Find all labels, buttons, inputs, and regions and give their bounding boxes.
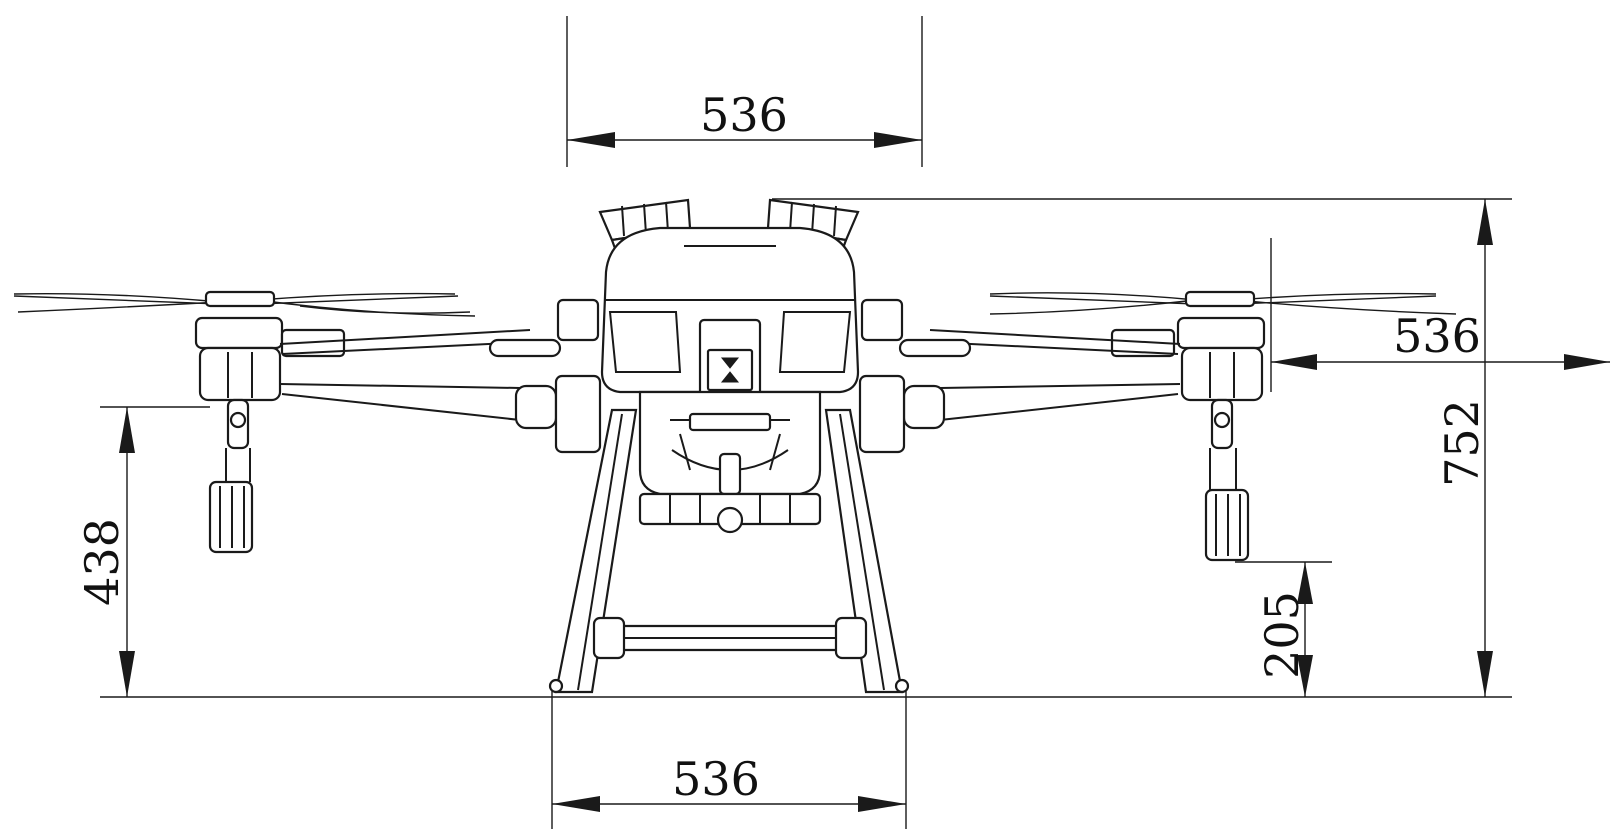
dimension-top-width: 536 (700, 88, 788, 142)
dimension-arm-height: 438 (75, 518, 129, 606)
landing-gear (548, 408, 910, 694)
dimension-nozzle-clearance: 205 (1255, 591, 1309, 679)
dimension-overall-height: 752 (1435, 399, 1489, 487)
dimension-bottom-width: 536 (672, 752, 760, 806)
central-body (488, 198, 972, 534)
dimension-lines (100, 16, 1610, 829)
dimension-right-arm: 536 (1393, 309, 1481, 363)
right-rotor-assembly (902, 290, 1457, 562)
left-rotor-assembly (13, 290, 558, 554)
